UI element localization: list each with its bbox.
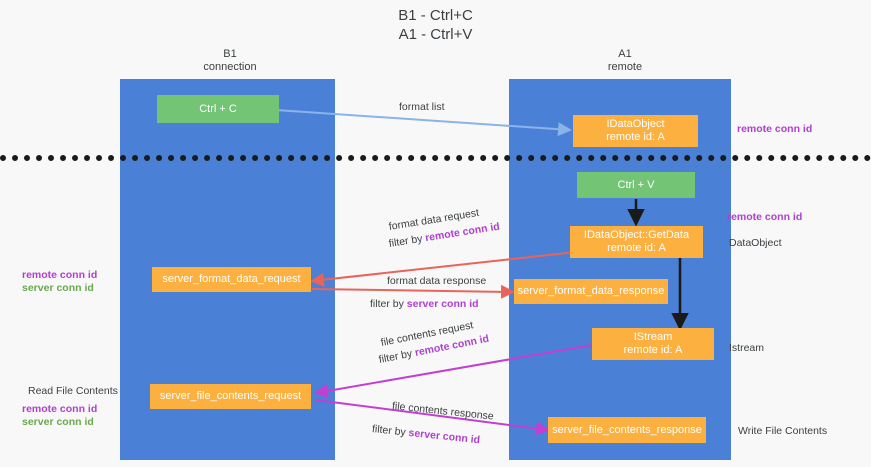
filter-key-server-conn-id-1: server conn id xyxy=(406,298,479,310)
side-label-read-file-contents: Read File Contents xyxy=(28,385,118,397)
filter-prefix-2: filter by xyxy=(370,298,407,310)
filter-prefix-3: filter by xyxy=(377,347,417,366)
arrow-format-data-response xyxy=(311,284,515,299)
filter-key-server-conn-id-2: server conn id xyxy=(407,426,481,447)
box-idataobject-line-2: remote id: A xyxy=(606,131,665,143)
column-header-a1: A1 remote xyxy=(545,48,705,74)
side-label-remote-conn-id-mid: remote conn id xyxy=(727,211,803,223)
column-header-b1-sub: connection xyxy=(203,61,257,73)
box-ctrl-v-label: Ctrl + V xyxy=(617,178,655,191)
column-header-b1-name: B1 xyxy=(223,48,237,60)
filter-prefix-1: filter by xyxy=(387,232,427,250)
box-server-format-data-request-label: server_format_data_request xyxy=(162,273,301,285)
box-server-format-data-response-label: server_format_data_response xyxy=(517,285,665,297)
box-server-file-contents-request-label: server_file_contents_request xyxy=(159,390,302,402)
column-header-a1-sub: remote xyxy=(607,61,643,73)
title-line-2: A1 - Ctrl+V xyxy=(398,26,473,43)
box-server-file-contents-response-label: server_file_contents_response xyxy=(552,423,702,436)
box-ctrl-c-label: Ctrl + C xyxy=(199,102,237,115)
box-getdata-line-1: IDataObject::GetData xyxy=(583,229,690,241)
edge-label-file-contents-response: file contents response xyxy=(391,400,495,423)
box-server-format-data-response[interactable]: server_format_data_response xyxy=(514,279,668,304)
side-label-left-server-conn-id-mid: server conn id xyxy=(22,282,94,294)
box-server-file-contents-request[interactable]: server_file_contents_request xyxy=(150,384,311,409)
box-getdata-line-2: remote id: A xyxy=(607,242,666,254)
edge-label-format-list: format list xyxy=(399,101,445,113)
column-header-a1-name: A1 xyxy=(618,48,632,60)
diagram-title: B1 - Ctrl+C A1 - Ctrl+V xyxy=(0,6,871,44)
side-label-dataobject: DataObject xyxy=(729,237,782,249)
box-ctrl-v[interactable]: Ctrl + V xyxy=(577,172,695,198)
column-header-b1: B1 connection xyxy=(150,48,310,74)
box-idataobject-getdata[interactable]: IDataObject::GetData remote id: A xyxy=(570,226,703,258)
side-label-remote-conn-id-top: remote conn id xyxy=(737,123,813,135)
box-istream-line-1: IStream xyxy=(633,331,673,343)
box-idataobject[interactable]: IDataObject remote id: A xyxy=(573,115,698,147)
box-server-format-data-request[interactable]: server_format_data_request xyxy=(152,267,311,292)
section-divider xyxy=(0,155,871,161)
side-label-istream: Istream xyxy=(729,342,765,354)
box-ctrl-c[interactable]: Ctrl + C xyxy=(157,95,279,123)
box-server-file-contents-response[interactable]: server_file_contents_response xyxy=(548,417,706,443)
title-line-1: B1 - Ctrl+C xyxy=(398,7,473,24)
side-label-left-remote-conn-id-mid: remote conn id xyxy=(22,269,98,281)
filter-prefix-4: filter by xyxy=(371,423,410,439)
side-label-left-server-conn-id-bottom: server conn id xyxy=(22,416,94,428)
side-label-left-remote-conn-id-bottom: remote conn id xyxy=(22,403,98,415)
edge-label-format-data-response: format data response xyxy=(387,275,487,287)
box-idataobject-line-1: IDataObject xyxy=(606,118,665,130)
edge-label-file-contents-response-filter: filter by server conn id xyxy=(371,423,480,447)
side-label-write-file-contents: Write File Contents xyxy=(738,425,828,437)
box-istream[interactable]: IStream remote id: A xyxy=(592,328,714,360)
edge-label-format-data-response-filter: filter by server conn id xyxy=(370,298,479,311)
box-istream-line-2: remote id: A xyxy=(623,344,683,356)
